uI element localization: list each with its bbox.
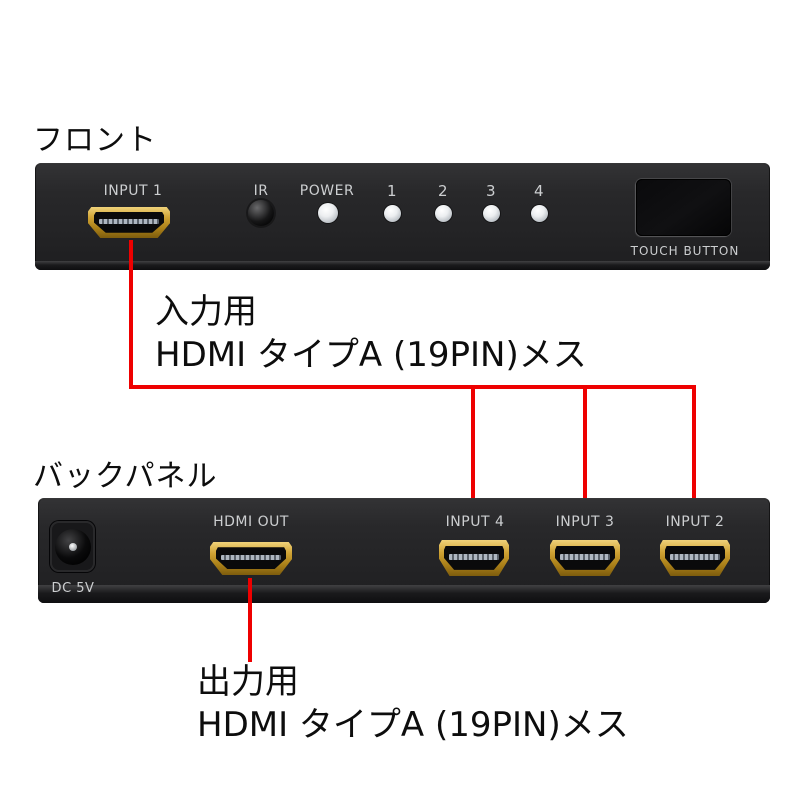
input2-label: INPUT 2 [665, 514, 725, 530]
back-section-title: バックパネル [33, 459, 218, 494]
channel4-led-icon [531, 205, 548, 222]
front-panel-bottom-edge [35, 261, 770, 270]
leader-line-input3 [583, 387, 587, 514]
ir-sensor-icon [248, 200, 274, 226]
hdmi-pins-icon [99, 219, 159, 225]
channel3-label: 3 [485, 182, 497, 200]
leader-line-hdmi-out [248, 578, 252, 662]
dc-power-label: DC 5V [51, 581, 95, 596]
front-input1-label: INPUT 1 [103, 183, 163, 199]
hdmi-pins-icon [559, 554, 611, 560]
hdmi-port-input1 [88, 207, 170, 238]
input4-label: INPUT 4 [445, 514, 505, 530]
leader-line-input4 [471, 387, 475, 514]
channel2-label: 2 [437, 182, 449, 200]
front-section-title: フロント [33, 123, 157, 158]
hdmi-pins-icon [669, 554, 721, 560]
hdmi-port-input3 [550, 540, 620, 576]
input-annotation: 入力用 HDMI タイプA (19PIN)メス [155, 291, 587, 377]
power-label: POWER [299, 183, 355, 199]
input-annotation-line2: HDMI タイプA (19PIN)メス [155, 335, 587, 375]
touch-button [636, 179, 731, 236]
channel2-led-icon [435, 205, 452, 222]
hdmi-port-input4 [439, 540, 509, 576]
hdmi-pins-icon [448, 554, 500, 560]
ir-label: IR [253, 183, 269, 199]
power-led-icon [318, 203, 338, 223]
leader-line-horizontal [129, 385, 696, 389]
dc-power-jack [50, 521, 95, 572]
leader-line-input2 [692, 387, 696, 514]
channel3-led-icon [483, 205, 500, 222]
output-annotation-line1: 出力用 [197, 662, 299, 702]
channel4-label: 4 [533, 182, 545, 200]
channel1-led-icon [384, 205, 401, 222]
touch-button-label: TOUCH BUTTON [630, 244, 740, 258]
input3-label: INPUT 3 [555, 514, 615, 530]
back-panel: DC 5V HDMI OUT INPUT 4 INPUT 3 INPUT 2 [38, 498, 770, 603]
hdmi-pins-icon [221, 555, 281, 561]
output-annotation: 出力用 HDMI タイプA (19PIN)メス [197, 661, 629, 747]
output-annotation-line2: HDMI タイプA (19PIN)メス [197, 705, 629, 745]
back-panel-bottom-edge [38, 585, 770, 603]
dc-jack-hole-icon [54, 528, 91, 565]
input-annotation-line1: 入力用 [155, 292, 257, 332]
channel1-label: 1 [386, 182, 398, 200]
leader-line-input1 [129, 240, 133, 387]
hdmi-port-out [210, 542, 292, 575]
hdmi-port-input2 [660, 540, 730, 576]
front-panel: INPUT 1 IR POWER 1 2 3 4 TOUCH BUTTON [35, 163, 770, 270]
hdmi-out-label: HDMI OUT [213, 514, 289, 530]
dc-jack-pin-icon [68, 542, 77, 551]
